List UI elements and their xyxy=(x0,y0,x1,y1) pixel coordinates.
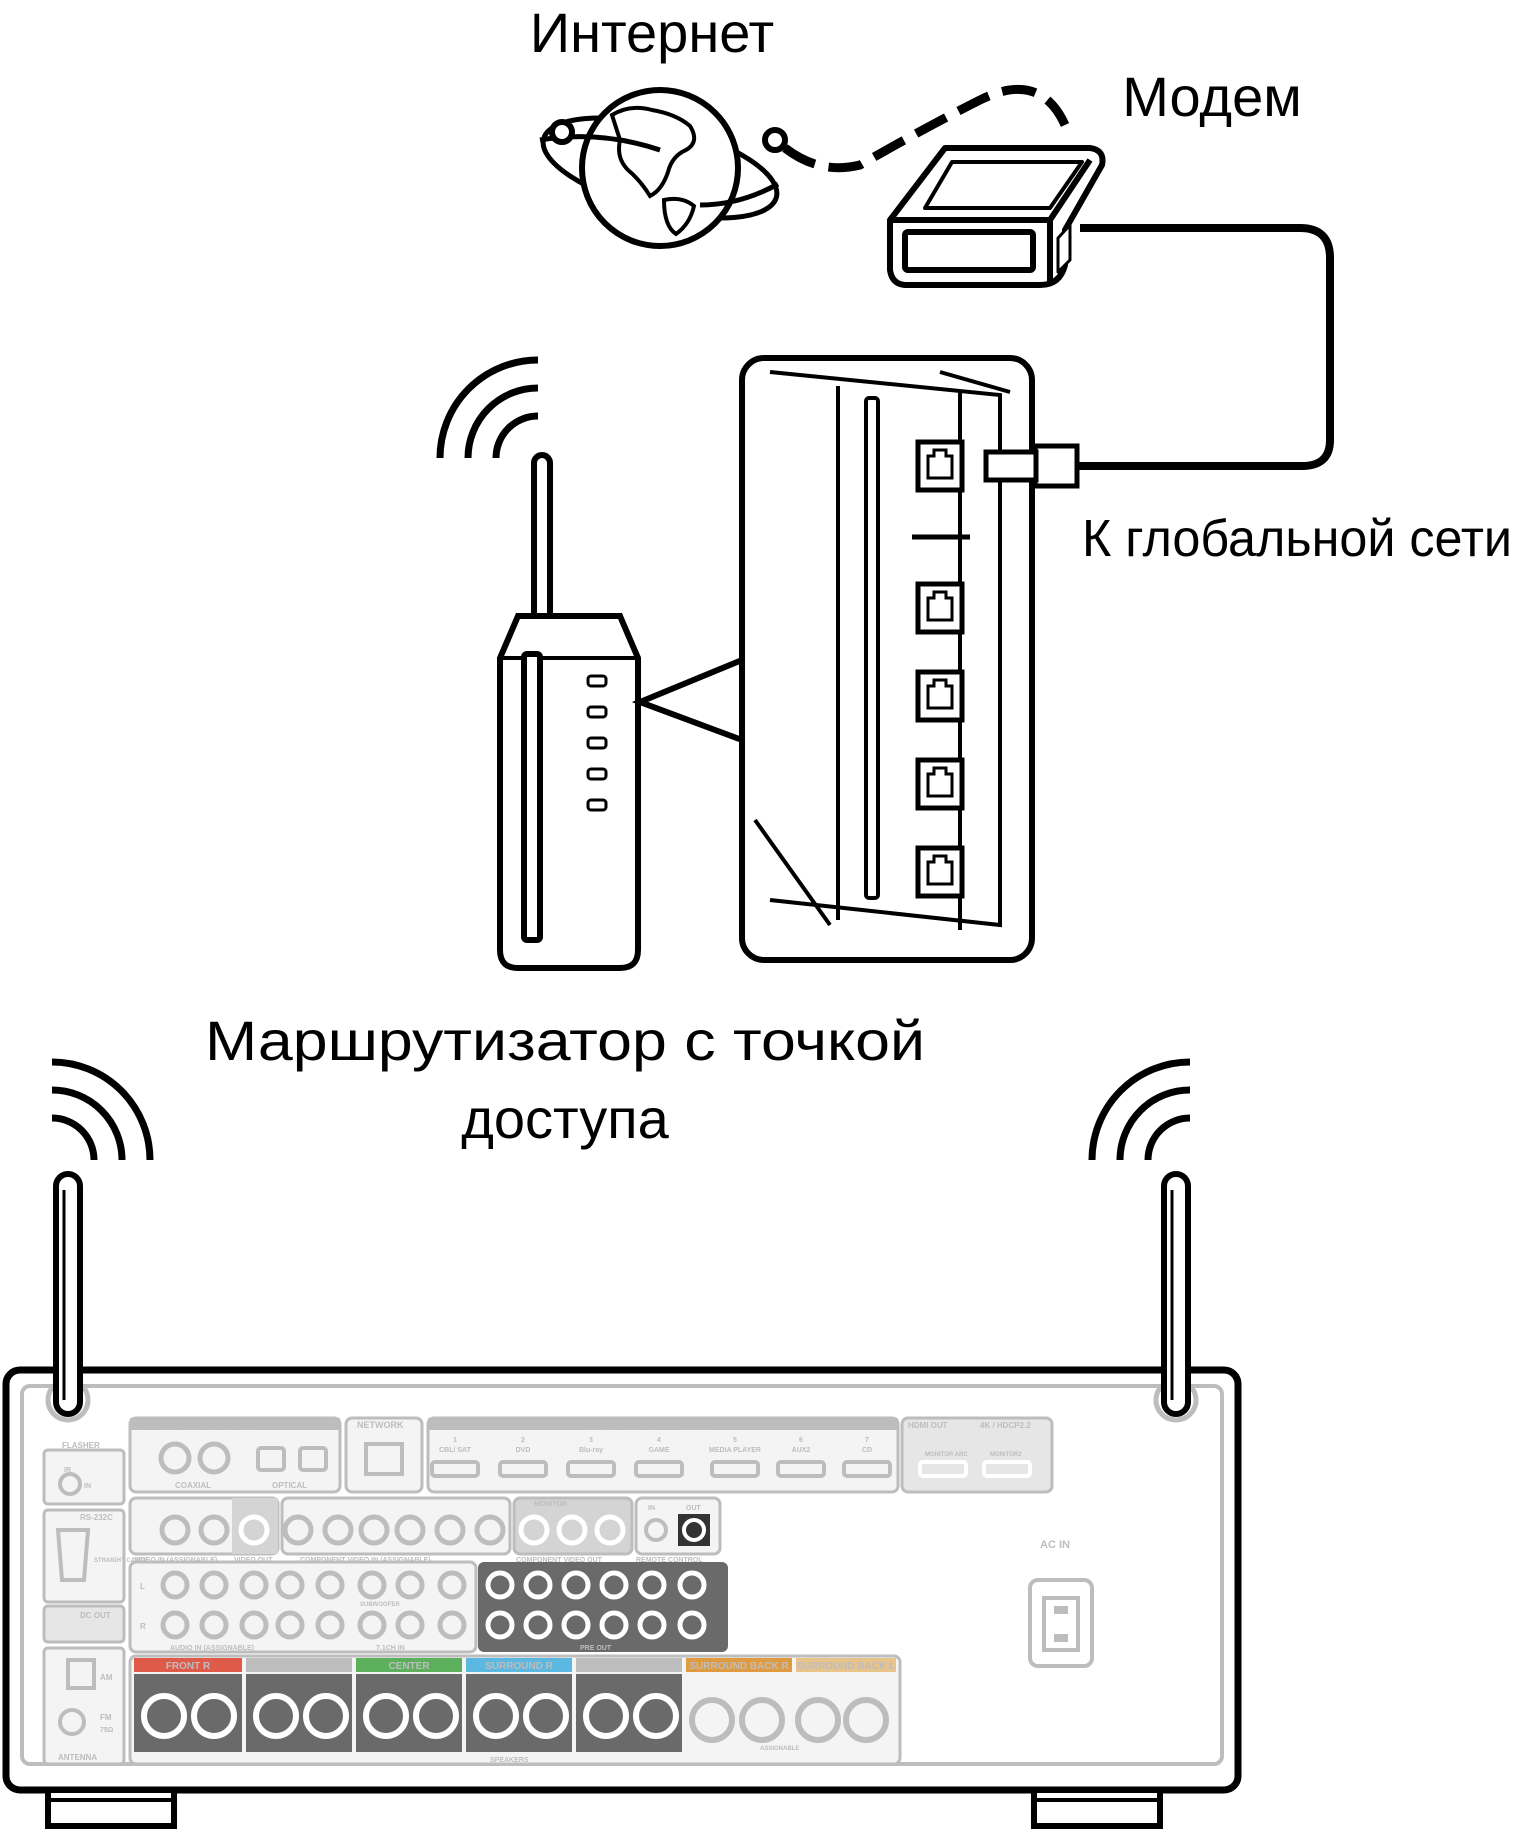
speakers-label: SPEAKERS xyxy=(490,1757,529,1764)
hdmi-input-number: 5 xyxy=(733,1437,737,1444)
hdmi-input-number: 3 xyxy=(589,1437,593,1444)
hdmi-input-number: 2 xyxy=(521,1437,525,1444)
coaxial-label: COAXIAL xyxy=(175,1481,211,1490)
hdmi-input-name: CBL/ SAT xyxy=(439,1447,471,1454)
front-r-tab xyxy=(134,1658,242,1672)
modem-device xyxy=(887,145,1106,288)
hdmi-input-number: 1 xyxy=(453,1437,457,1444)
receiver-rear-panel xyxy=(42,1416,1094,1766)
lan-port-1 xyxy=(915,581,965,635)
receiver-wifi-signal-left-icon xyxy=(51,1058,154,1161)
router-ethernet-ports xyxy=(915,439,965,899)
surround-back-r-tab xyxy=(686,1658,792,1672)
router-antenna xyxy=(531,452,553,633)
access-point-router xyxy=(497,613,641,971)
modem-label: Модем xyxy=(1122,65,1302,128)
ac-in-label: AC IN xyxy=(1040,1539,1070,1551)
audio-l-label: L xyxy=(140,1582,145,1591)
speaker-group-label: SURROUND R xyxy=(485,1661,554,1672)
speaker-group-label: CENTER xyxy=(388,1661,430,1672)
speaker-group-label: SURROUND BACK R xyxy=(689,1661,789,1672)
fm-ohm-label: 75Ω xyxy=(100,1727,114,1734)
callout-pointer xyxy=(631,657,744,743)
router-label-line2: доступа xyxy=(461,1087,669,1150)
lan-port-2 xyxy=(915,669,965,723)
flasher-in-label: IN xyxy=(84,1483,91,1490)
hdmi-in-label: HDMI IN 4K / HDCP2.2 (ASSIGNABLE) xyxy=(572,1421,716,1430)
remote-out-label: OUT xyxy=(686,1505,702,1512)
center-tab xyxy=(356,1658,462,1672)
lan-port-4 xyxy=(915,845,965,899)
receiver-panel-labels: DIGITAL AUDIO IN (ASSIGNABLE) COAXIAL OP… xyxy=(58,1420,1070,1764)
front-l-tab xyxy=(246,1658,352,1672)
subwoofer-label: SUBWOOFER xyxy=(360,1602,400,1608)
receiver-wifi-signal-right-icon xyxy=(1088,1058,1191,1161)
flasher-label: FLASHER xyxy=(62,1441,100,1450)
speaker-group-label: SURROUND L xyxy=(596,1661,663,1672)
hdmi-input-number: 7 xyxy=(865,1437,869,1444)
receiver-antenna-left xyxy=(45,1171,91,1423)
router-wifi-signal-icon xyxy=(436,356,539,459)
hdmi-input-number: 6 xyxy=(799,1437,803,1444)
video-in-label: VIDEO IN (ASSIGNABLE) xyxy=(134,1557,217,1564)
component-video-in-label: COMPONENT VIDEO IN (ASSIGNABLE) xyxy=(300,1557,431,1564)
surround-back-l-tab xyxy=(796,1658,896,1672)
wan-cable xyxy=(1075,224,1334,470)
lan-port-3 xyxy=(915,757,965,811)
router-label-line1: Маршрутизатор с точкой xyxy=(205,1009,925,1072)
remote-control-label: REMOTE CONTROL xyxy=(636,1557,703,1564)
hdmi-input-name: Blu-ray xyxy=(579,1447,603,1454)
straight-cable-label: STRAIGHT CABLE xyxy=(94,1558,147,1564)
wan-port xyxy=(915,439,965,493)
ir-label: IR xyxy=(64,1467,71,1474)
speaker-group-label: SURROUND BACK L xyxy=(797,1661,895,1672)
hdmi-input-name: MEDIA PLAYER xyxy=(709,1447,761,1454)
hdmi-input-name: CD xyxy=(862,1447,872,1454)
surround-r-tab xyxy=(466,1658,572,1672)
optical-label: OPTICAL xyxy=(272,1481,307,1490)
wan-cable-plug xyxy=(983,443,1080,489)
rs232c-label: RS-232C xyxy=(80,1513,113,1522)
component-video-out-label: COMPONENT VIDEO OUT xyxy=(516,1557,603,1564)
hdmi-out-label: HDMI OUT xyxy=(908,1421,948,1430)
router-back-panel-zoom xyxy=(739,355,1035,963)
surround-l-tab xyxy=(576,1658,682,1672)
receiver-antenna-right xyxy=(1153,1171,1199,1423)
video-out-label: VIDEO OUT xyxy=(234,1557,273,1564)
am-label: AM xyxy=(100,1673,113,1682)
antenna-label: ANTENNA xyxy=(58,1753,97,1762)
dashed-connection-line xyxy=(782,84,1070,173)
internet-globe-icon xyxy=(539,87,788,249)
hdmi-input-name: AUX2 xyxy=(792,1447,811,1454)
audio-in-label: AUDIO IN (ASSIGNABLE) xyxy=(170,1645,254,1652)
remote-in-label: IN xyxy=(648,1505,655,1512)
hdmi-input-name: GAME xyxy=(649,1447,670,1454)
monitor2-label: MONITOR2 xyxy=(990,1452,1022,1458)
network-label: NETWORK xyxy=(357,1420,404,1430)
speaker-terminals xyxy=(134,1658,896,1752)
ch71-in-label: 7.1CH IN xyxy=(376,1645,405,1652)
hdmi-input-number: 4 xyxy=(657,1437,661,1444)
speaker-group-label: FRONT R xyxy=(166,1661,211,1672)
speaker-group-label: FRONT L xyxy=(277,1661,320,1672)
fm-label: FM xyxy=(100,1713,112,1722)
dc-out-label: DC OUT xyxy=(80,1611,111,1620)
speaker-group-labels: FRONT R FRONT L CENTER SURROUND R SURROUND L… xyxy=(166,1661,895,1672)
audio-r-label: R xyxy=(140,1622,146,1631)
pre-out-label: PRE OUT xyxy=(580,1645,612,1652)
monitor-arc-label: MONITOR ARC xyxy=(925,1452,968,1458)
monitor-label: MONITOR xyxy=(534,1501,567,1508)
internet-label: Интернет xyxy=(530,1,774,64)
wan-label: К глобальной сети xyxy=(1082,510,1512,568)
assignable-label: ASSIGNABLE xyxy=(760,1746,799,1752)
hdmi-out-4k-label: 4K / HDCP2.2 xyxy=(980,1421,1031,1430)
digital-audio-in-label: DIGITAL AUDIO IN (ASSIGNABLE) xyxy=(134,1421,264,1430)
hdmi-input-name: DVD xyxy=(516,1447,531,1454)
